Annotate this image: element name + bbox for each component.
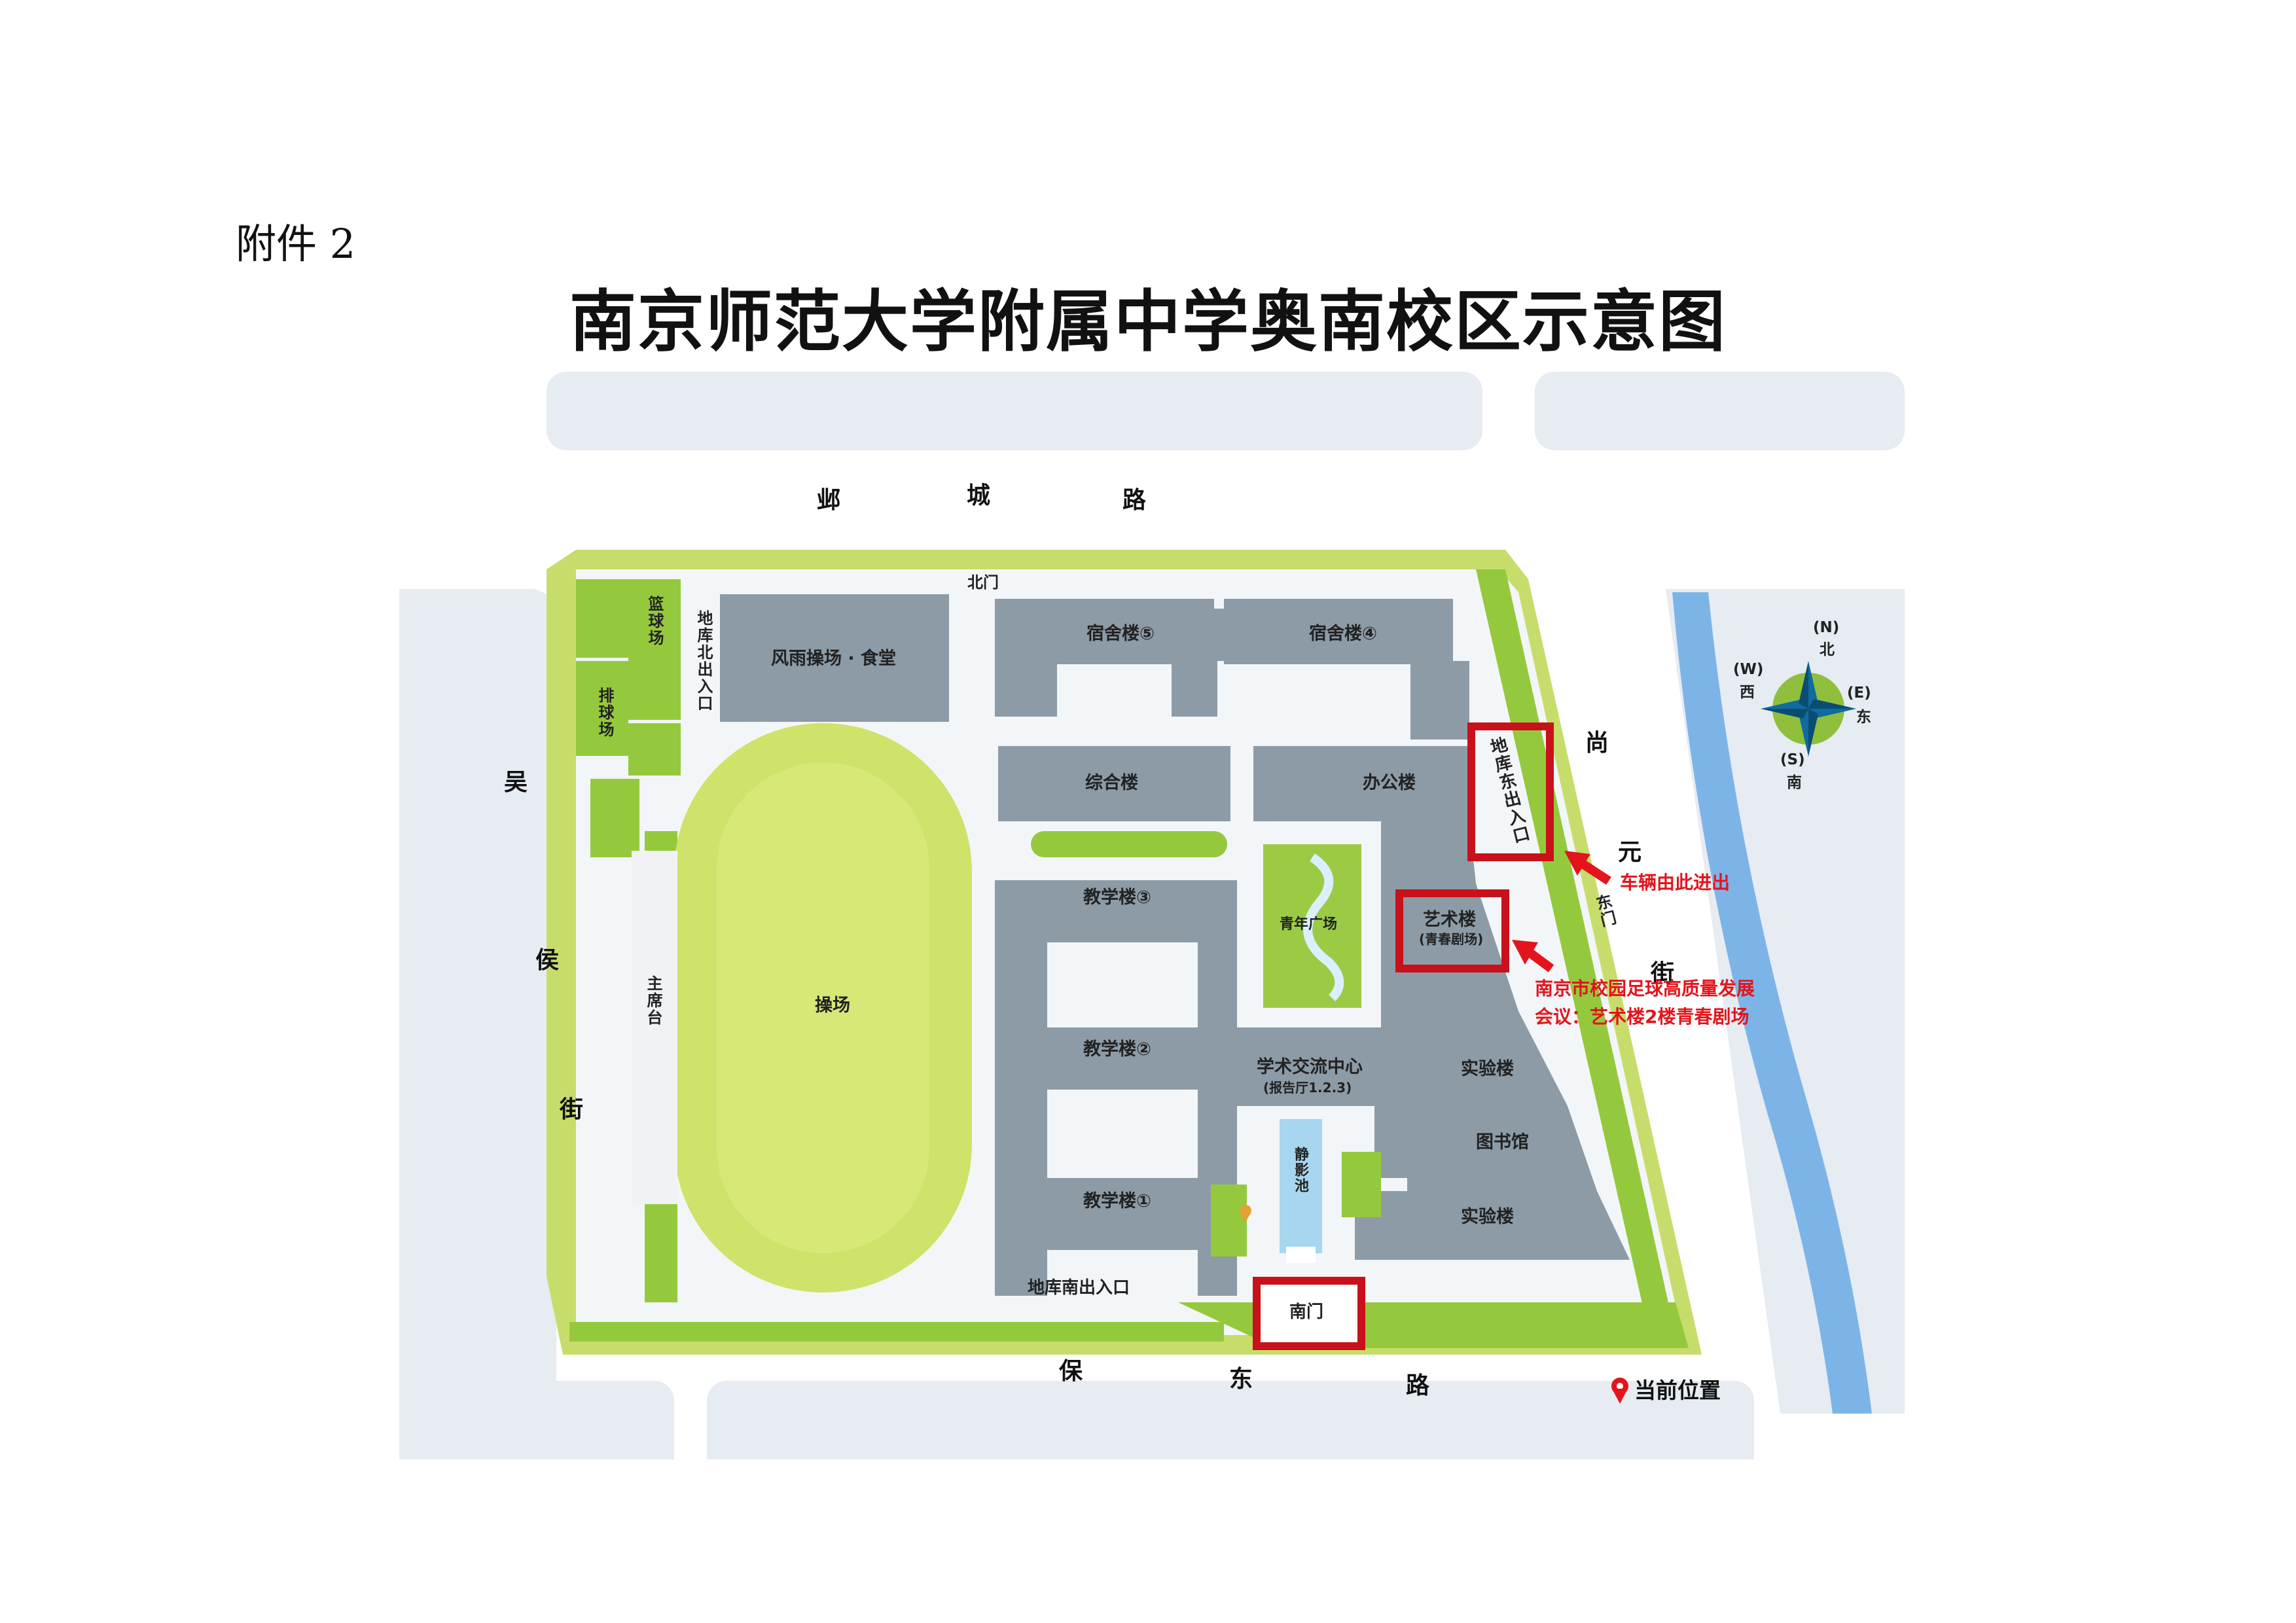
vehicle-entry-note: 车辆由此进出: [1620, 872, 1731, 893]
art-building-label: 艺术楼: [1423, 910, 1476, 930]
road-east-char1: 尚: [1585, 730, 1609, 757]
block-west: [399, 589, 556, 1459]
north-gate-label: 北门: [967, 573, 999, 592]
east-green-strip: [1476, 569, 1676, 1335]
road-north-char2: 城: [967, 482, 991, 509]
main-stand-label: 主席台: [644, 975, 662, 1026]
green-patch-3: [1342, 1152, 1381, 1217]
compass-west-code: (W): [1733, 661, 1764, 678]
playground-label: 操场: [815, 995, 850, 1016]
court-1: [576, 579, 628, 658]
south-gate-highlight: [1253, 1277, 1365, 1350]
art-building-highlight: [1395, 889, 1509, 972]
lab-south-label: 实验楼: [1461, 1207, 1514, 1227]
playground-field: [717, 762, 929, 1253]
comprehensive-building: [998, 746, 1230, 821]
dorm4-wing: [1410, 661, 1469, 740]
youth-square-label: 青年广场: [1280, 916, 1338, 933]
office-building: [1253, 746, 1469, 821]
compass-north: 北: [1820, 641, 1835, 658]
current-location-pin-map: [1240, 1205, 1251, 1222]
south-gate-label: 南门: [1289, 1302, 1324, 1322]
road-south-char1: 保: [1059, 1358, 1083, 1385]
teach1-label: 教学楼①: [1083, 1191, 1151, 1211]
road-west-char1: 吴: [504, 769, 528, 796]
block-north-west: [547, 372, 1482, 450]
compass-south: 南: [1787, 774, 1802, 791]
road-east-char2: 元: [1618, 839, 1642, 866]
basketball-court: [628, 579, 681, 720]
court-6: [590, 779, 639, 857]
reflect-pool-label: 静影池: [1292, 1147, 1308, 1194]
compass-north-code: (N): [1813, 619, 1840, 636]
library-building: [1407, 1106, 1597, 1191]
teach3-label: 教学楼③: [1083, 887, 1151, 908]
dorm5-wing-east: [1172, 661, 1217, 717]
road-south-char3: 路: [1406, 1372, 1430, 1399]
legend-pin: [1611, 1378, 1628, 1404]
south-hedge: [569, 1322, 1224, 1342]
road-east-char3: 街: [1651, 960, 1675, 987]
block-south: [707, 1381, 1754, 1459]
compass-east: 东: [1856, 709, 1871, 726]
garage-south-label: 地库南出入口: [1028, 1278, 1130, 1298]
road-west-char2: 侯: [535, 947, 560, 974]
academic-center-sublabel: (报告厅1.2.3): [1263, 1080, 1352, 1096]
meeting-note-line1: 南京市校园足球高质量发展: [1535, 978, 1755, 999]
road-west-char3: 街: [560, 1096, 584, 1123]
volleyball-court-label: 排球场: [596, 687, 614, 738]
comprehensive-label: 综合楼: [1085, 773, 1138, 793]
dorm4-building: [1224, 599, 1453, 664]
compass-south-code: (S): [1780, 751, 1805, 768]
academic-center-building: [1214, 1027, 1407, 1106]
road-south-char2: 东: [1229, 1366, 1253, 1393]
compass-rose: [1761, 661, 1856, 757]
compass-east-code: (E): [1847, 685, 1871, 702]
attachment-label: 附件 2: [236, 220, 356, 268]
lab-south-building: [1355, 1191, 1630, 1260]
green-patch-1: [1031, 831, 1227, 857]
current-location-legend: 当前位置: [1634, 1378, 1721, 1403]
road-north-char3: 路: [1122, 487, 1147, 514]
garage-east-highlight: [1467, 722, 1554, 861]
meeting-note-line2: 会议：艺术楼2楼青春剧场: [1535, 1006, 1749, 1027]
river: [1672, 592, 1872, 1414]
gym-canteen-label: 风雨操场 · 食堂: [771, 649, 897, 669]
teach1-building: [995, 1178, 1211, 1250]
dorm5-wing-west: [995, 661, 1057, 717]
court-5: [628, 723, 681, 776]
block-south-west: [399, 1381, 674, 1459]
art-arrow: [1512, 940, 1554, 972]
dorm5-building: [995, 599, 1214, 664]
dorm4-label: 宿舍楼④: [1309, 624, 1377, 644]
gym-canteen-building: [720, 594, 949, 722]
office-label: 办公楼: [1363, 773, 1416, 793]
reflect-pool-area: [1280, 1119, 1322, 1253]
reflect-pool-edge: [1286, 1247, 1316, 1263]
lab-north-building: [1381, 1011, 1568, 1106]
volleyball-court: [576, 677, 628, 756]
road-north-char1: 邺: [817, 487, 841, 514]
academic-center-label: 学术交流中心: [1257, 1057, 1363, 1077]
dorm5-label: 宿舍楼⑤: [1086, 624, 1155, 644]
compass-west: 西: [1740, 684, 1755, 701]
library-label: 图书馆: [1476, 1132, 1529, 1152]
main-stand-building: [632, 851, 677, 1204]
garage-north-label: 地库北出入口: [694, 610, 713, 712]
east-building-block: [1381, 821, 1518, 1011]
youth-square-stream: [1303, 853, 1344, 1001]
page-title: 南京师范大学附属中学奥南校区示意图: [569, 283, 1727, 361]
lab-north-label: 实验楼: [1461, 1059, 1514, 1079]
basketball-court-label: 篮球场: [645, 596, 664, 647]
vehicle-arrow: [1564, 851, 1611, 885]
art-building-sublabel: (青春剧场): [1419, 931, 1484, 947]
teach2-label: 教学楼②: [1083, 1039, 1151, 1060]
green-patch-2: [1211, 1185, 1247, 1257]
block-north-east: [1535, 372, 1905, 450]
dorm-link: [1214, 609, 1227, 661]
teach2-building: [995, 1027, 1211, 1090]
teach3-building: [995, 880, 1237, 942]
